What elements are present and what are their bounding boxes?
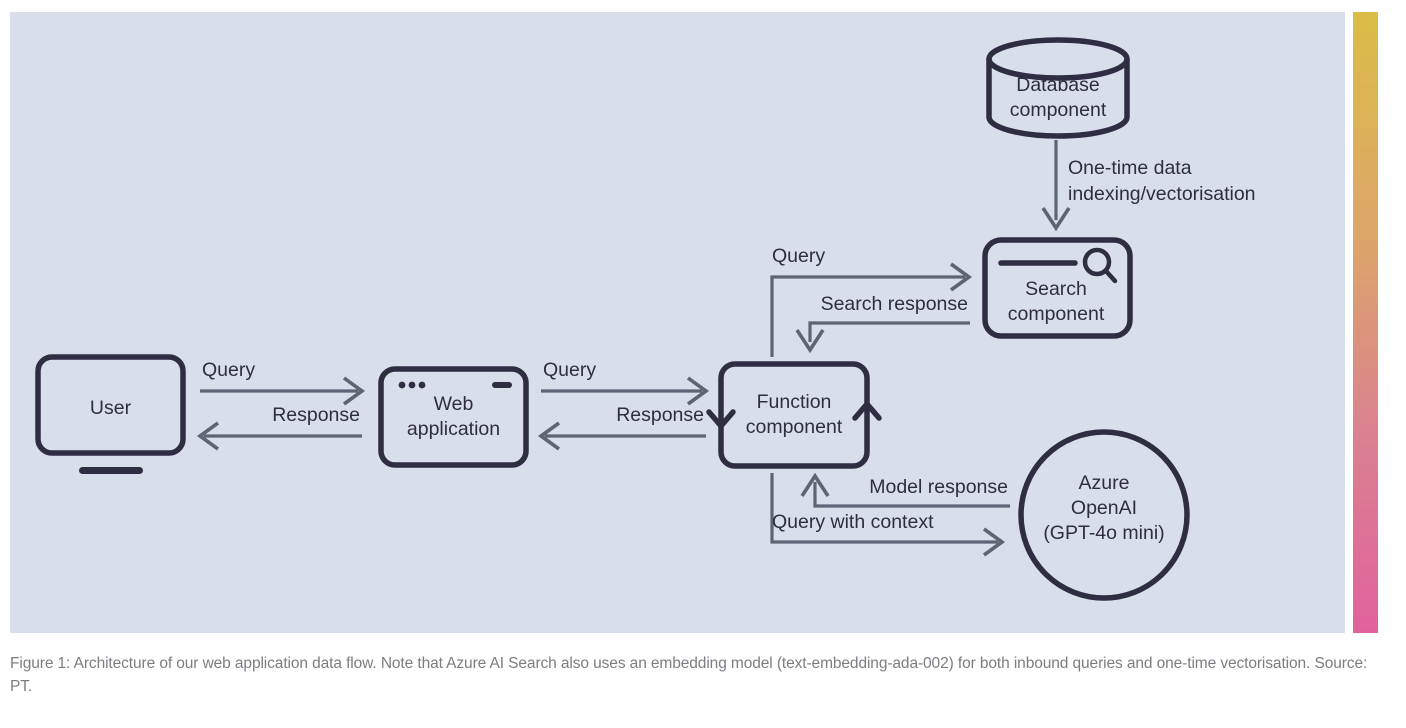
search-magnifier-icon: [1082, 247, 1112, 277]
database-cylinder-body-icon: [986, 56, 1130, 139]
edge-function-to-search-query: Query: [770, 245, 973, 357]
node-search-component[interactable]: Search component: [982, 237, 1133, 339]
arrowhead-icon: [686, 376, 710, 406]
node-function-component[interactable]: Function component: [706, 361, 882, 469]
edge-line: [813, 482, 1010, 508]
edge-label-model-response: Model response: [869, 476, 1008, 498]
edge-line: [770, 275, 965, 357]
arrowhead-icon: [342, 376, 366, 406]
edge-label-indexing-line2: indexing/vectorisation: [1068, 183, 1256, 205]
edge-model-to-function-response: Model response: [800, 472, 1010, 508]
node-web-application-label-1: Web: [434, 393, 474, 415]
architecture-diagram: User Query Response Web application: [35, 37, 1256, 601]
edge-label-indexing-line1: One-time data: [1068, 157, 1192, 179]
edge-label-query-web-function: Query: [543, 359, 596, 381]
search-magnifier-handle-icon: [1103, 268, 1118, 284]
node-web-application-label-2: application: [407, 418, 500, 440]
arrowhead-icon: [800, 472, 830, 497]
node-function-component-label-2: component: [746, 416, 843, 438]
node-web-application[interactable]: Web application: [378, 366, 529, 468]
arrowhead-icon: [982, 527, 1006, 557]
figure-caption: Figure 1: Architecture of our web applic…: [10, 655, 1368, 695]
edge-function-to-web-response: Response: [537, 404, 706, 451]
azure-openai-circle: [1018, 429, 1190, 601]
edge-web-to-user-response: Response: [196, 404, 362, 451]
node-database-component[interactable]: Database component: [986, 37, 1130, 139]
node-azure-openai-label-3: (GPT-4o mini): [1043, 522, 1164, 544]
edge-database-to-search: One-time data indexing/vectorisation: [1041, 140, 1256, 232]
edge-line: [770, 473, 998, 544]
node-function-component-label-1: Function: [757, 391, 832, 413]
node-database-component-label-1: Database: [1016, 74, 1099, 96]
user-monitor-stand-icon: [79, 467, 143, 474]
node-azure-openai[interactable]: Azure OpenAI (GPT-4o mini): [1018, 429, 1190, 601]
arrowhead-icon: [795, 329, 825, 354]
edge-label-query-with-context: Query with context: [772, 511, 934, 533]
node-database-component-label-2: component: [1010, 99, 1107, 121]
node-user[interactable]: User: [35, 354, 186, 474]
accent-gradient-strip: [1353, 12, 1378, 633]
arrowhead-icon: [1041, 207, 1071, 232]
edge-user-to-web-query: Query: [200, 359, 366, 406]
browser-window-icon: [378, 366, 529, 468]
edge-search-to-function-response: Search response: [795, 293, 970, 354]
arrowhead-icon: [949, 262, 973, 292]
arrowhead-icon: [537, 421, 561, 451]
function-component-box: [718, 361, 870, 469]
edge-label-response-function-web: Response: [616, 404, 704, 426]
edge-web-to-function-query: Query: [541, 359, 710, 406]
diagram-panel: [10, 12, 1345, 633]
arrowhead-icon: [196, 421, 220, 451]
browser-dot-icon: [398, 381, 406, 389]
edge-function-to-model-query: Query with context: [770, 473, 1006, 557]
node-search-component-label-1: Search: [1025, 278, 1087, 300]
browser-dot-icon: [418, 381, 426, 389]
function-out-arrowhead-icon: [852, 401, 882, 421]
node-azure-openai-label-2: OpenAI: [1071, 497, 1137, 519]
search-component-box: [982, 237, 1133, 339]
node-user-label: User: [90, 397, 132, 419]
browser-minimize-icon: [492, 382, 512, 388]
edge-label-response-web-user: Response: [272, 404, 360, 426]
edge-label-query-user-web: Query: [202, 359, 255, 381]
function-in-arrowhead-icon: [706, 409, 736, 429]
edge-label-query-function-search: Query: [772, 245, 825, 267]
browser-dot-icon: [408, 381, 416, 389]
database-cylinder-top-icon: [986, 37, 1130, 81]
edge-label-search-response: Search response: [821, 293, 968, 315]
node-azure-openai-label-1: Azure: [1079, 472, 1130, 494]
user-monitor-icon: [35, 354, 186, 456]
node-search-component-label-2: component: [1008, 303, 1105, 325]
edge-line: [808, 321, 970, 342]
